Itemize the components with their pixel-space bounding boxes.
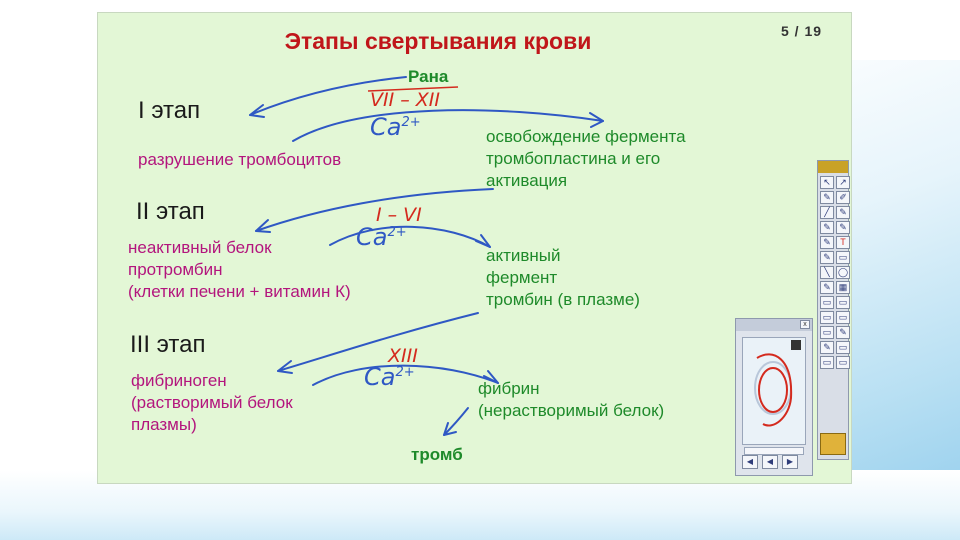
preview-navigation: ◀ ◀ ▶	[742, 455, 798, 469]
stage3-factors: XIII	[388, 345, 418, 367]
stage1-ion: Ca2+	[370, 113, 421, 141]
palette-tool-button[interactable]: ▭	[820, 311, 834, 324]
stage2-factors: I – VI	[376, 204, 422, 226]
stage3-left-text: фибриноген (растворимый белок плазмы)	[131, 371, 293, 434]
palette-tool-button[interactable]: ╲	[820, 266, 834, 279]
palette-tool-button[interactable]: ▭	[820, 296, 834, 309]
stage1-left-text: разрушение тромбоцитов	[138, 150, 342, 169]
preview-first-button[interactable]: ◀	[742, 455, 758, 469]
palette-buttons: ↖↗✎✐╱✎✎✎✎T✎▭╲◯✎▦▭▭▭▭▭✎✎▭▭▭	[818, 173, 850, 369]
preview-titlebar[interactable]: x	[736, 319, 812, 331]
palette-menu-button[interactable]	[820, 433, 846, 455]
slide-title: Этапы свертывания крови	[284, 28, 592, 54]
palette-tool-button[interactable]: ▭	[820, 326, 834, 339]
palette-tool-button[interactable]: ✎	[836, 206, 850, 219]
preview-close-button[interactable]: x	[800, 320, 810, 329]
red-hand-stroke	[367, 86, 459, 92]
arrowhead	[255, 219, 271, 233]
stage1-factors: VII – XII	[370, 89, 441, 111]
palette-tool-button[interactable]: ▭	[836, 341, 850, 354]
stage2-label: II этап	[136, 198, 205, 225]
arrowhead	[443, 422, 457, 436]
palette-tool-button[interactable]: ✎	[820, 221, 834, 234]
palette-tool-button[interactable]: ✎	[820, 251, 834, 264]
preview-drawing	[754, 340, 801, 427]
palette-tool-button[interactable]: ↖	[820, 176, 834, 189]
palette-tool-button[interactable]: ✎	[820, 236, 834, 249]
arrowhead	[249, 104, 265, 118]
stage3-label: III этап	[130, 331, 206, 358]
arrowhead	[277, 360, 293, 374]
palette-tool-button[interactable]: ✎	[820, 341, 834, 354]
arrow-stage3-curve	[312, 364, 499, 386]
palette-tool-button[interactable]: ▭	[836, 251, 850, 264]
palette-tool-button[interactable]: ✐	[836, 191, 850, 204]
page-indicator: 5 / 19	[781, 23, 823, 39]
stage3-right-text: фибрин (нерастворимый белок)	[478, 379, 665, 420]
presentation-slide: Этапы свертывания крови 5 / 19 Рана I эт…	[97, 12, 852, 484]
preview-prev-button[interactable]: ◀	[762, 455, 778, 469]
preview-next-button[interactable]: ▶	[782, 455, 798, 469]
palette-tool-button[interactable]: ▦	[836, 281, 850, 294]
arrowhead	[483, 370, 499, 384]
wound-label: Рана	[408, 67, 449, 86]
stage1-label: I этап	[138, 97, 201, 124]
palette-tool-button[interactable]: ✎	[836, 221, 850, 234]
palette-tool-button[interactable]: ✎	[820, 191, 834, 204]
arrow-to-stage2	[255, 188, 494, 232]
tool-palette: ↖↗✎✐╱✎✎✎✎T✎▭╲◯✎▦▭▭▭▭▭✎✎▭▭▭	[817, 160, 850, 460]
handwritten-arrows	[249, 76, 604, 436]
palette-tool-button[interactable]: ◯	[836, 266, 850, 279]
arrow-to-stage3	[277, 312, 479, 372]
preview-thumbnail[interactable]	[742, 337, 806, 445]
slide-preview-panel[interactable]: x ◀ ◀ ▶	[735, 318, 813, 476]
arrowhead	[475, 234, 491, 248]
result-thromb: тромб	[411, 445, 463, 464]
arrow-stage1-curve	[292, 109, 604, 142]
palette-handle[interactable]	[818, 161, 848, 173]
palette-tool-button[interactable]: ✎	[820, 281, 834, 294]
arrowhead	[589, 112, 604, 128]
preview-scrollbar[interactable]	[744, 447, 804, 455]
stage2-left-text: неактивный белок протромбин (клетки пече…	[128, 238, 351, 301]
stage1-right-text: освобождение фермента тромбопластина и е…	[486, 127, 686, 190]
palette-tool-button[interactable]: ▭	[836, 356, 850, 369]
arrow-wound-to-stage1	[249, 76, 407, 116]
palette-tool-button[interactable]: ▭	[836, 311, 850, 324]
stage3-ion: Ca2+	[364, 363, 415, 391]
palette-tool-button[interactable]: ▭	[836, 296, 850, 309]
palette-tool-button[interactable]: ✎	[836, 326, 850, 339]
palette-tool-button[interactable]: T	[836, 236, 850, 249]
stage2-ion: Ca2+	[356, 223, 407, 251]
palette-tool-button[interactable]: ↗	[836, 176, 850, 189]
palette-tool-button[interactable]: ╱	[820, 206, 834, 219]
arrow-stage2-curve	[329, 225, 491, 248]
arrow-to-thromb	[443, 407, 469, 436]
stage2-right-text: активный фермент тромбин (в плазме)	[486, 246, 640, 309]
palette-tool-button[interactable]: ▭	[820, 356, 834, 369]
